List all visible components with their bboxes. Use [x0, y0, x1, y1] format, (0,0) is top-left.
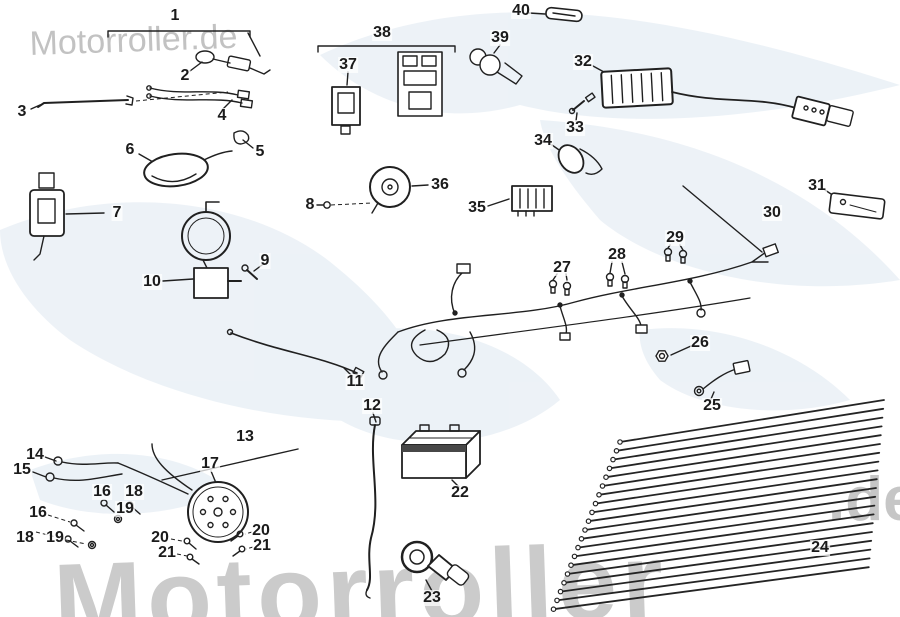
part-31-drawing: [828, 192, 886, 220]
part-39-drawing: [469, 48, 523, 85]
part-number-4: 4: [216, 107, 228, 124]
part-number-34: 34: [533, 132, 553, 149]
part-37-drawing: [331, 86, 361, 135]
part-number-26: 26: [690, 334, 710, 351]
part-number-13: 13: [235, 428, 255, 445]
part-2-drawing: [195, 50, 271, 75]
part-number-10: 10: [142, 273, 162, 290]
part-28-drawing: [605, 272, 630, 289]
part-27-drawing: [548, 279, 572, 296]
part-4-drawing: [146, 85, 254, 109]
part-number-40: 40: [511, 2, 531, 19]
part-9-drawing: [241, 264, 258, 280]
part-8-drawing: [323, 201, 331, 209]
part-12-drawing: [365, 416, 381, 599]
part-number-20: 20: [251, 522, 271, 539]
part-23-drawing: [400, 540, 470, 586]
part-number-23: 23: [422, 589, 442, 606]
part-number-28: 28: [607, 246, 627, 263]
part-17-drawing: [117, 443, 249, 543]
part-number-15: 15: [12, 461, 32, 478]
part-number-17: 17: [200, 455, 220, 472]
part-number-16: 16: [92, 483, 112, 500]
watermark-top-text: Motorroller.de: [29, 18, 238, 63]
part-number-18: 18: [124, 483, 144, 500]
part-number-16: 16: [28, 504, 48, 521]
part-number-31: 31: [807, 177, 827, 194]
part-number-8: 8: [304, 196, 316, 213]
fastener-group-20-21: [183, 530, 246, 565]
part-35-drawing: [511, 185, 553, 217]
part-25-drawing: [693, 359, 751, 397]
part-number-39: 39: [490, 29, 510, 46]
part-number-35: 35: [467, 199, 487, 216]
part-30-drawing: [377, 243, 779, 380]
part-number-12: 12: [362, 397, 382, 414]
part-24-drawing: [550, 399, 885, 613]
fastener-group-left: [64, 519, 97, 550]
part-number-29: 29: [665, 229, 685, 246]
part-number-3: 3: [16, 103, 28, 120]
part-number-33: 33: [565, 119, 585, 136]
part-29-drawing: [663, 247, 688, 264]
part-number-36: 36: [430, 176, 450, 193]
part-7-drawing: [29, 172, 65, 261]
part-number-18: 18: [15, 529, 35, 546]
part-number-6: 6: [124, 141, 136, 158]
part-number-21: 21: [157, 544, 177, 561]
part-number-37: 37: [338, 56, 358, 73]
part-22-drawing: [401, 424, 481, 479]
part-number-19: 19: [115, 500, 135, 517]
part-number-30: 30: [762, 204, 782, 221]
part-number-24: 24: [810, 539, 830, 556]
part-number-25: 25: [702, 397, 722, 414]
part-number-21: 21: [252, 537, 272, 554]
part-number-22: 22: [450, 484, 470, 501]
part-number-2: 2: [179, 67, 191, 84]
part-number-9: 9: [259, 252, 271, 269]
part-number-14: 14: [25, 446, 45, 463]
part-3-drawing: [37, 95, 134, 108]
part-number-7: 7: [111, 204, 123, 221]
part-10-drawing: [181, 201, 242, 299]
part-5-drawing: [233, 130, 250, 145]
part-33-drawing: [568, 92, 596, 115]
part-number-32: 32: [573, 53, 593, 70]
part-number-1: 1: [169, 7, 181, 24]
part-6-drawing: [143, 150, 233, 188]
part-38-drawing: [397, 51, 443, 117]
part-34-drawing: [557, 144, 603, 176]
part-number-38: 38: [372, 24, 392, 41]
part-36-drawing: [369, 166, 411, 214]
part-number-11: 11: [345, 373, 365, 390]
part-number-5: 5: [254, 143, 266, 160]
part-number-19: 19: [45, 529, 65, 546]
part-40-drawing: [545, 6, 583, 23]
part-number-27: 27: [552, 259, 572, 276]
part-26-drawing: [655, 350, 669, 362]
watermark-bottom-text: Motorroller: [52, 522, 670, 617]
part-14-15-drawing: [45, 456, 123, 482]
part-number-20: 20: [150, 529, 170, 546]
part-32-drawing: [600, 67, 854, 127]
leader-lines: [30, 12, 838, 592]
